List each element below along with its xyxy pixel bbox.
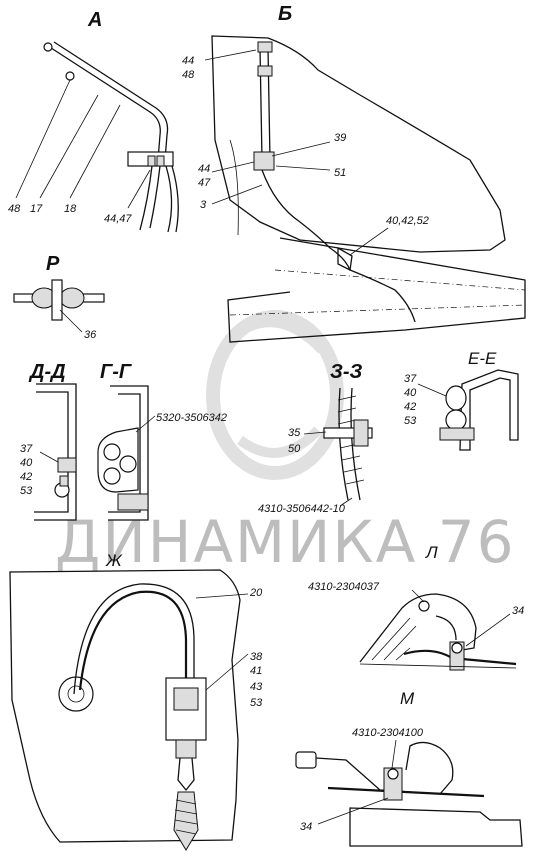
watermark-logo <box>206 310 344 480</box>
view-zh: Ж 20 38 41 43 53 <box>9 551 263 851</box>
section-label-zz: З-З <box>330 361 363 383</box>
label-gg-part: 5320-3506342 <box>156 412 227 424</box>
section-zz: З-З 35 50 4310-3506442-10 <box>258 361 373 515</box>
label-zz-50: 50 <box>288 443 301 455</box>
section-label-zh: Ж <box>105 551 123 570</box>
section-label-ee: Е-Е <box>468 349 497 368</box>
label-zh-41: 41 <box>250 665 262 677</box>
view-b: Б 44 48 39 44 47 51 3 40,42,52 <box>182 3 526 343</box>
label-dd-37: 37 <box>20 443 33 455</box>
label-l-part: 4310-2304037 <box>308 581 380 593</box>
section-label-b: Б <box>278 3 292 25</box>
label-ee-40: 40 <box>404 387 417 399</box>
section-dd: Д-Д 37 40 42 53 <box>20 361 77 521</box>
label-zh-38: 38 <box>250 651 263 663</box>
label-a-48: 48 <box>8 203 21 215</box>
label-zh-43: 43 <box>250 681 263 693</box>
label-a-44-47: 44,47 <box>104 213 132 225</box>
label-zh-53: 53 <box>250 697 263 709</box>
section-label-m: М <box>400 689 415 708</box>
label-a-18: 18 <box>64 203 77 215</box>
label-zh-20: 20 <box>249 587 263 599</box>
section-label-a: А <box>87 9 102 31</box>
label-dd-42: 42 <box>20 471 32 483</box>
label-zz-35: 35 <box>288 427 301 439</box>
section-ee: Е-Е 37 40 42 53 <box>404 349 519 451</box>
section-label-r: Р <box>46 253 60 275</box>
label-b-39: 39 <box>334 132 346 144</box>
label-m-34: 34 <box>300 821 312 833</box>
label-dd-53: 53 <box>20 485 33 497</box>
section-r: Р 36 <box>13 253 105 341</box>
label-b-44b: 44 <box>198 163 210 175</box>
label-l-34: 34 <box>512 605 524 617</box>
label-zz-part: 4310-3506442-10 <box>258 503 346 515</box>
section-label-gg: Г-Г <box>100 361 133 383</box>
label-ee-37: 37 <box>404 373 417 385</box>
section-label-l: Л <box>425 543 438 562</box>
label-b-40-42-52: 40,42,52 <box>386 215 429 227</box>
view-a: А 48 17 18 44,47 <box>8 9 179 233</box>
label-b-47: 47 <box>198 177 211 189</box>
label-dd-40: 40 <box>20 457 33 469</box>
label-ee-53: 53 <box>404 415 417 427</box>
section-gg: Г-Г 5320-3506342 <box>97 361 227 521</box>
label-b-48: 48 <box>182 69 195 81</box>
label-r-36: 36 <box>84 329 97 341</box>
label-b-3: 3 <box>200 199 207 211</box>
watermark-text: ДИНАМИКА 76 <box>55 508 516 576</box>
view-l: Л 4310-2304037 34 <box>308 543 524 671</box>
label-b-44: 44 <box>182 55 194 67</box>
view-m: М 4310-2304100 34 <box>295 689 523 847</box>
label-ee-42: 42 <box>404 401 416 413</box>
label-b-51: 51 <box>334 167 346 179</box>
label-m-part: 4310-2304100 <box>352 727 424 739</box>
section-label-dd: Д-Д <box>28 361 66 383</box>
label-a-17: 17 <box>30 203 43 215</box>
